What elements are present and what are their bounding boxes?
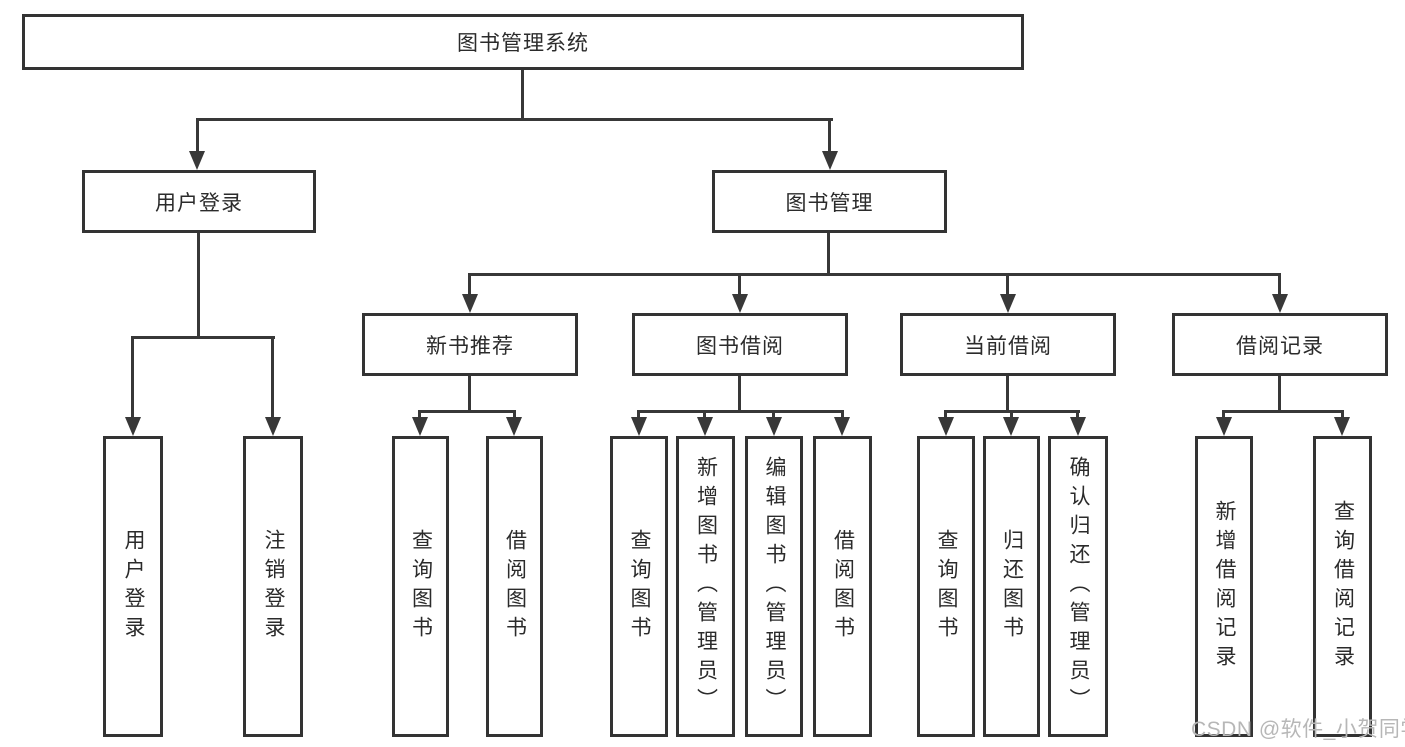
leaf-user-login: 用户登录 [103,436,163,737]
connector-line [828,118,831,156]
watermark: CSDN @软件_小贺同学 [1191,718,1405,741]
arrow-down-icon [732,294,748,313]
node-label: 新书推荐 [426,334,514,358]
node-current-borrow: 当前借阅 [900,313,1116,376]
connector-line [197,233,200,338]
node-label: 新增借阅记录 [1213,499,1236,674]
connector-line [196,118,833,121]
arrow-down-icon [462,294,478,313]
node-label: 用户登录 [122,528,145,645]
connector-line [418,410,421,422]
connector-line [468,273,1281,276]
node-label: 图书借阅 [696,334,784,358]
connector-line [131,336,134,420]
node-new-book-recommend: 新书推荐 [362,313,578,376]
connector-line [196,118,199,156]
node-label: 查询借阅记录 [1331,499,1355,674]
arrow-down-icon [125,417,141,436]
arrow-down-icon [189,151,205,170]
arrow-down-icon [822,151,838,170]
leaf-logout: 注销登录 [243,436,303,737]
leaf-current-query-book: 查询图书 [917,436,975,737]
connector-line [1222,410,1225,422]
node-book-borrow: 图书借阅 [632,313,848,376]
leaf-borrow-add-book-admin: 新增图书（管理员） [676,436,735,737]
leaf-borrow-edit-book-admin: 编辑图书（管理员） [745,436,803,737]
connector-line [703,410,706,422]
arrow-down-icon [631,417,647,436]
arrow-down-icon [506,417,522,436]
node-label: 确认归还（管理员） [1067,456,1090,717]
node-borrow-record: 借阅记录 [1172,313,1388,376]
node-label: 借阅图书 [503,528,527,645]
leaf-borrow-borrow-book: 借阅图书 [813,436,872,737]
connector-line [513,410,516,422]
arrow-down-icon [1000,294,1016,313]
arrow-down-icon [265,417,281,436]
leaf-record-add-record: 新增借阅记录 [1195,436,1253,737]
leaf-record-query-record: 查询借阅记录 [1313,436,1372,737]
node-label: 图书管理 [785,191,874,215]
connector-line [1222,410,1344,413]
connector-line [944,410,947,422]
connector-line [1010,410,1013,422]
connector-line [271,336,274,420]
connector-line [637,410,844,413]
connector-line [1341,410,1344,422]
connector-line [1278,273,1281,299]
connector-line [738,376,741,412]
connector-line [468,376,471,412]
node-label: 注销登录 [262,528,285,645]
connector-line [772,410,775,422]
connector-line [841,410,844,422]
connector-line [468,273,471,299]
arrow-down-icon [1070,417,1086,436]
leaf-recommend-borrow-book: 借阅图书 [486,436,543,737]
arrow-down-icon [1272,294,1288,313]
arrow-down-icon [697,417,713,436]
leaf-borrow-query-book: 查询图书 [610,436,668,737]
node-label: 编辑图书（管理员） [763,456,786,717]
connector-line [1278,376,1281,412]
arrow-down-icon [834,417,850,436]
node-label: 借阅记录 [1236,334,1324,358]
leaf-recommend-query-book: 查询图书 [392,436,449,737]
arrow-down-icon [412,417,428,436]
leaf-current-return-book: 归还图书 [983,436,1040,737]
node-user-login: 用户登录 [82,170,316,233]
node-label: 归还图书 [1000,528,1024,645]
node-label: 查询图书 [409,528,433,645]
node-book-management: 图书管理 [712,170,947,233]
node-root: 图书管理系统 [22,14,1024,70]
arrow-down-icon [1334,417,1350,436]
connector-line [521,68,524,120]
arrow-down-icon [1216,417,1232,436]
arrow-down-icon [938,417,954,436]
connector-line [827,233,830,275]
node-label: 图书管理系统 [457,32,589,55]
node-label: 用户登录 [155,191,243,215]
arrow-down-icon [766,417,782,436]
connector-line [738,273,741,299]
node-label: 当前借阅 [964,334,1052,358]
connector-line [418,410,516,413]
node-label: 新增图书（管理员） [694,456,718,717]
node-label: 借阅图书 [831,528,855,645]
arrow-down-icon [1003,417,1019,436]
connector-line [1006,273,1009,299]
connector-line [1006,376,1009,412]
connector-line [131,336,275,339]
leaf-current-confirm-return-admin: 确认归还（管理员） [1048,436,1108,737]
connector-line [1076,410,1079,422]
connector-line [637,410,640,422]
node-label: 查询图书 [628,528,651,645]
node-label: 查询图书 [935,528,958,645]
